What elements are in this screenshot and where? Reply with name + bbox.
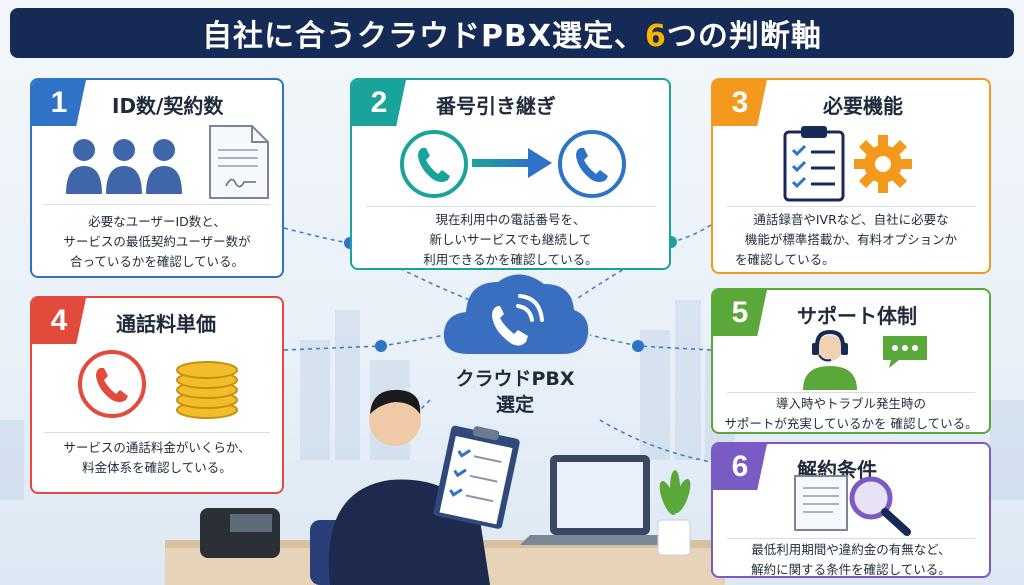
desc-line: 新しいサービスでも継続して	[429, 232, 592, 247]
title-text-end: つの判断軸	[666, 19, 822, 54]
desc-line: 最低利用期間や違約金の有無など、	[751, 542, 951, 557]
phone-icon	[558, 130, 626, 198]
magnifier-icon	[849, 476, 911, 536]
gear-icon	[854, 135, 912, 193]
connector-dot	[375, 340, 387, 352]
card-number: 6	[713, 444, 767, 490]
arrow-right-icon	[472, 148, 552, 178]
desc-line: サービスの通話料金がいくらか、	[63, 440, 251, 455]
title-highlight: 6	[645, 19, 667, 54]
card-required-features: 3 必要機能 通話録音やIVRなど、自社に必要な 機能が標準搭載か、有料オプショ…	[711, 78, 991, 274]
header-banner: 自社に合うクラウドPBX選定、6つの判断軸	[10, 8, 1014, 58]
users-icon	[66, 139, 182, 194]
card-support: 5 サポート体制 導入時やトラブル発生時の サポートが充実しているかを 確認して…	[711, 288, 991, 434]
card-number: 2	[352, 80, 406, 126]
card-description: 導入時やトラブル発生時の サポートが充実しているかを 確認している。	[717, 394, 985, 432]
card-title: 通話料単価	[116, 312, 216, 336]
checklist-icon	[783, 126, 845, 202]
document-icon	[794, 475, 848, 531]
desc-line: サポートが充実しているかを 確認している。	[724, 416, 978, 431]
center-label-line2: 選定	[495, 394, 534, 416]
desc-line: サービスの最低契約ユーザー数が	[63, 234, 251, 249]
desc-line: を確認している。	[735, 252, 835, 267]
card-description: サービスの通話料金がいくらか、 料金体系を確認している。	[36, 438, 278, 478]
card-description: 必要なユーザーID数と、 サービスの最低契約ユーザー数が 合っているかを確認して…	[36, 212, 278, 272]
desc-line: 導入時やトラブル発生時の	[775, 396, 926, 411]
card-description: 通話録音やIVRなど、自社に必要な 機能が標準搭載か、有料オプションか を確認し…	[715, 210, 987, 270]
card-call-rate: 4 通話料単価 サービスの通話料金がいくらか、 料金体系を確認している。	[30, 296, 284, 494]
center-label-line1: クラウドPBX	[455, 368, 575, 390]
card-title: 番号引き継ぎ	[436, 94, 556, 118]
card-title: ID数/契約数	[112, 94, 224, 118]
card-number: 3	[713, 80, 767, 126]
card-description: 最低利用期間や違約金の有無など、 解約に関する条件を確認している。	[717, 540, 985, 577]
card-number: 4	[32, 298, 86, 344]
person-at-desk-illustration	[200, 389, 691, 585]
card-cancellation: 6 解約条件 最低利用期間や違約金の有無など、 解約に関する条件を確認している。	[711, 442, 991, 578]
card-title: 必要機能	[823, 94, 903, 118]
title-text: 自社に合うクラウドPBX選定、	[202, 19, 646, 54]
coins-icon	[176, 361, 238, 419]
desc-line: 利用できるかを確認している。	[423, 252, 598, 267]
card-number: 5	[713, 290, 767, 336]
desc-line: 機能が標準搭載か、有料オプションか	[744, 232, 958, 247]
phone-icon	[78, 350, 146, 418]
desc-line: 合っているかを確認している。	[69, 254, 244, 269]
desc-line: 必要なユーザーID数と、	[88, 214, 226, 229]
phone-icon	[400, 130, 468, 198]
card-number-porting: 2 番号引き継ぎ 現在利用中の電話番号を、 新しいサービスでも継続して 利用でき…	[350, 78, 671, 270]
card-number: 1	[32, 80, 86, 126]
card-title: サポート体制	[797, 304, 917, 328]
desc-line: 現在利用中の電話番号を、	[435, 212, 586, 227]
desc-line: 料金体系を確認している。	[82, 460, 232, 475]
page-title: 自社に合うクラウドPBX選定、6つの判断軸	[202, 11, 822, 55]
document-icon	[209, 125, 269, 199]
desc-line: 通話録音やIVRなど、自社に必要な	[753, 212, 949, 227]
chat-bubble-icon	[883, 336, 927, 368]
card-id-count: 1 ID数/契約数 必要なユーザーID数と、 サービスの最低契約ユーザー数が 合…	[30, 78, 284, 278]
desc-line: 解約に関する条件を確認している。	[751, 562, 951, 577]
connector-dot	[632, 340, 644, 352]
cloud-phone-icon	[443, 274, 589, 354]
card-description: 現在利用中の電話番号を、 新しいサービスでも継続して 利用できるかを確認している…	[356, 210, 665, 268]
support-agent-icon	[803, 329, 857, 390]
